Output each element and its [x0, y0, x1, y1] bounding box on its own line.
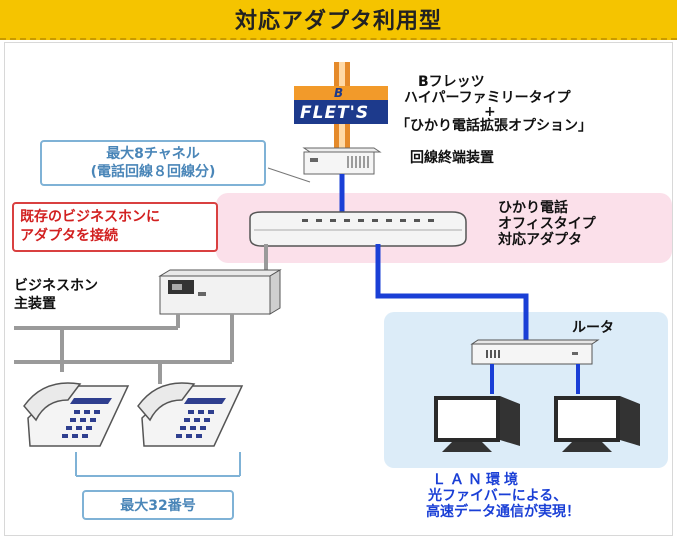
- channels-leader: [267, 167, 311, 183]
- computer-icon: [434, 396, 520, 452]
- existing-phone-callout: 既存のビジネスホンに アダプタを接続: [12, 202, 218, 252]
- pbx-device-icon: [158, 269, 282, 315]
- phones-bracket: [75, 452, 241, 477]
- business-phone-icon: [23, 382, 130, 447]
- onu-device-icon: [302, 147, 382, 175]
- business-phone-icon: [137, 382, 244, 447]
- phone-wiring: [14, 314, 234, 384]
- service-label-2: ハイパーファミリータイプ: [404, 90, 571, 106]
- lan-cables-to-pcs: [490, 364, 580, 394]
- computer-icon: [554, 396, 640, 452]
- content-frame: [4, 42, 673, 536]
- adapter-label-2: オフィスタイプ: [498, 216, 596, 232]
- existing-line-2: アダプタを接続: [20, 227, 118, 244]
- flets-logo-text: FLET'S: [300, 103, 370, 123]
- flets-logo-b: B: [334, 86, 344, 100]
- max-numbers-label: 最大32番号: [120, 498, 196, 514]
- pbx-label-1: ビジネスホン: [14, 278, 98, 294]
- lan-label-2: 光ファイバーによる、: [428, 488, 568, 504]
- onu-label: 回線終端装置: [410, 150, 494, 166]
- adapter-label-3: 対応アダプタ: [498, 232, 582, 248]
- service-plus: +: [484, 104, 496, 120]
- max-numbers-box: 最大32番号: [82, 490, 234, 520]
- adapter-device-icon: [249, 211, 467, 247]
- adapter-label-1: ひかり電話: [498, 200, 568, 216]
- existing-line-1: 既存のビジネスホンに: [20, 209, 160, 225]
- channels-callout: 最大8チャネル (電話回線８回線分): [40, 140, 266, 186]
- lan-label-1: ＬＡＮ環境: [432, 472, 522, 488]
- flets-logo: [294, 86, 388, 124]
- channels-line-2: (電話回線８回線分): [90, 164, 216, 181]
- router-label: ルータ: [572, 320, 614, 336]
- cable-adapter-router: [375, 244, 529, 344]
- lan-label-3: 高速データ通信が実現！: [426, 504, 580, 520]
- router-device-icon: [470, 339, 600, 365]
- channels-line-1: 最大8チャネル: [106, 146, 200, 162]
- service-label-3: 「ひかり電話拡張オプション」: [396, 118, 592, 134]
- header-banner: 対応アダプタ利用型: [0, 0, 677, 40]
- service-label-1: Bフレッツ: [418, 74, 485, 90]
- page-title: 対応アダプタ利用型: [234, 9, 442, 34]
- pbx-label-2: 主装置: [14, 296, 56, 312]
